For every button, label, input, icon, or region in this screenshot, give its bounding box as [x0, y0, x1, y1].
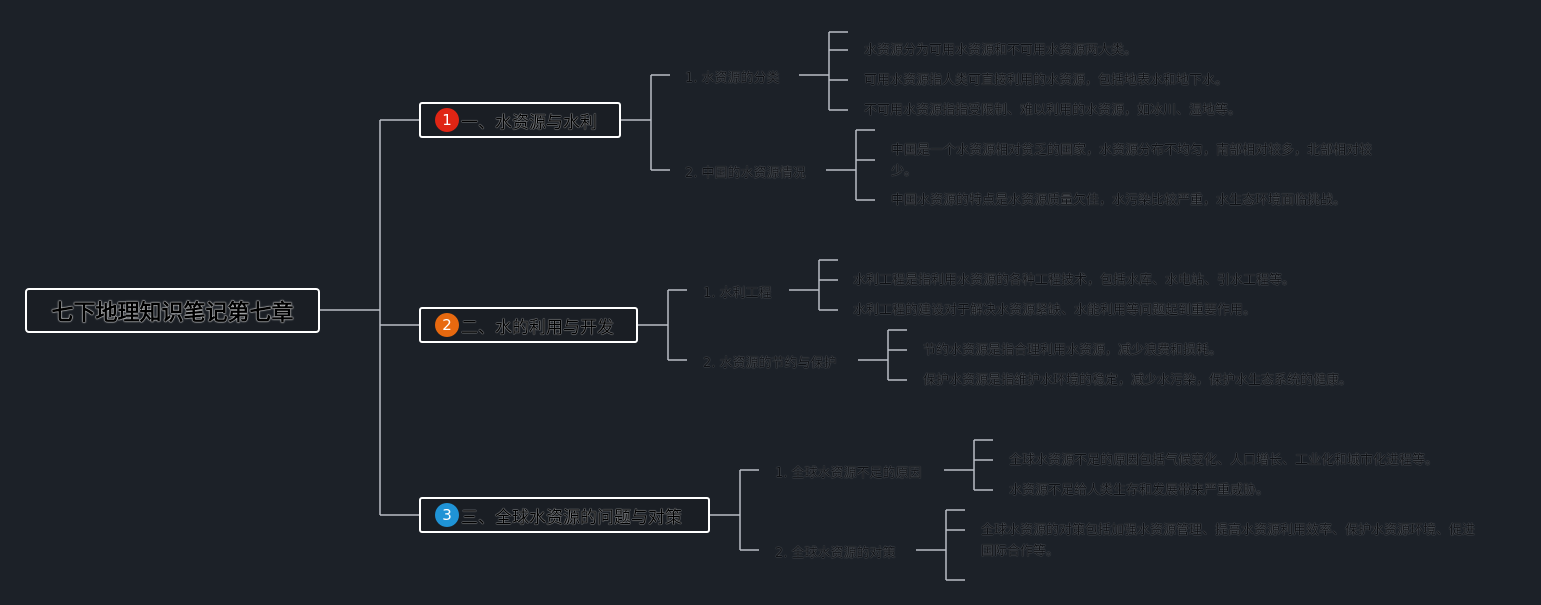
leaf-2-2-1[interactable]: 节约水资源是指合理利用水资源，减少浪费和损耗。 [923, 343, 1223, 358]
subtopic-2-1[interactable]: 1. 水利工程 [703, 286, 772, 301]
leaf-3-2-1[interactable]: 全球水资源的对策包括加强水资源管理、提高水资源利用效率、保护水资源环境、促进国际… [981, 523, 1476, 559]
leaf-1-1-1[interactable]: 水资源分为可用水资源和不可用水资源两大类。 [864, 43, 1138, 58]
section-1-topic[interactable]: 1 一、水资源与水利 [419, 102, 621, 138]
subtopic-3-1[interactable]: 1. 全球水资源不足的原因 [775, 466, 922, 481]
root-topic[interactable]: 七下地理知识笔记第七章 [25, 288, 320, 333]
section-3-number-badge: 3 [435, 503, 459, 527]
section-3-title: 三、全球水资源的问题与对策 [461, 507, 682, 528]
subtopic-3-2[interactable]: 2. 全球水资源的对策 [775, 546, 896, 561]
leaf-1-2-2[interactable]: 中国水资源的特点是水资源质量欠佳，水污染比较严重，水生态环境面临挑战。 [891, 193, 1347, 208]
leaf-1-2-1[interactable]: 中国是一个水资源相对贫乏的国家，水资源分布不均匀，南部相对较多，北部相对较少。 [891, 143, 1373, 179]
subtopic-1-2[interactable]: 2. 中国的水资源情况 [685, 166, 806, 181]
subtopic-1-1[interactable]: 1. 水资源的分类 [685, 71, 780, 86]
section-2-title: 二、水的利用与开发 [461, 317, 614, 338]
leaf-2-1-2[interactable]: 水利工程的建设对于解决水资源紧缺、水能利用等问题起到重要作用。 [853, 303, 1257, 318]
section-3-topic[interactable]: 3 三、全球水资源的问题与对策 [419, 497, 710, 533]
section-2-topic[interactable]: 2 二、水的利用与开发 [419, 307, 638, 343]
leaf-1-1-2[interactable]: 可用水资源指人类可直接利用的水资源，包括地表水和地下水。 [864, 73, 1229, 88]
section-1-title: 一、水资源与水利 [461, 112, 597, 133]
leaf-3-1-2[interactable]: 水资源不足给人类生存和发展带来严重威胁。 [1009, 483, 1270, 498]
section-2-number-badge: 2 [435, 313, 459, 337]
leaf-1-1-3[interactable]: 不可用水资源指指受限制、难以利用的水资源，如冰川、湿地等。 [864, 103, 1242, 118]
subtopic-2-2[interactable]: 2. 水资源的节约与保护 [703, 356, 837, 371]
leaf-2-2-2[interactable]: 保护水资源是指维护水环境的稳定，减少水污染，保护水生态系统的健康。 [923, 373, 1353, 388]
section-1-number-badge: 1 [435, 108, 459, 132]
leaf-3-1-1[interactable]: 全球水资源不足的原因包括气候变化、人口增长、工业化和城市化进程等。 [1009, 453, 1439, 468]
leaf-2-1-1[interactable]: 水利工程是指利用水资源的各种工程技术，包括水库、水电站、引水工程等。 [853, 273, 1296, 288]
root-title: 七下地理知识笔记第七章 [51, 300, 294, 326]
